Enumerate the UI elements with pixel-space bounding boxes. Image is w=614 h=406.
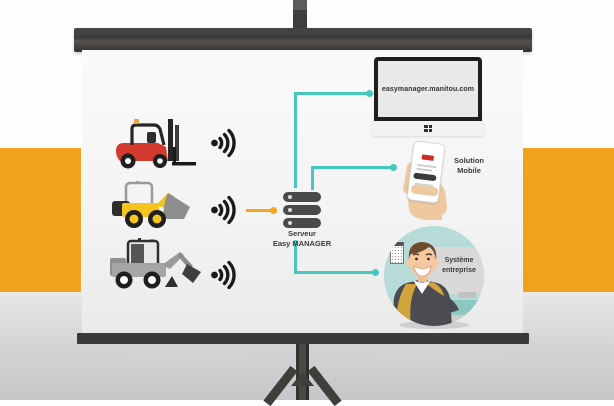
hand-wrist [422, 204, 442, 220]
server-unit [283, 218, 321, 228]
windows-logo-icon [424, 125, 432, 132]
connector-endpoint-enterprise [372, 269, 379, 276]
phone-ui-line [416, 167, 433, 172]
server-label-line1: Serveur [288, 229, 316, 238]
connector-server-to-mobile [311, 166, 393, 169]
manitou-logo-badge [421, 154, 435, 161]
mobile-solution-label: Solution Mobile [447, 156, 491, 176]
connector-machines-to-server [246, 209, 274, 212]
keyboard-icon [458, 292, 476, 298]
monitor-screen: easymanager.manitou.com [378, 61, 478, 117]
connector-server-to-enterprise [294, 271, 375, 274]
businessman-figure [392, 242, 459, 326]
wifi-signal-icon [211, 128, 236, 158]
connector-endpoint-monitor [366, 90, 373, 97]
screen-top-bar [74, 28, 532, 52]
server-label-line2: Easy MANAGER [272, 239, 332, 249]
mobile-label-line2: Mobile [457, 166, 481, 176]
wifi-signal-icon [211, 260, 236, 290]
connector-endpoint-mobile [390, 164, 397, 171]
enterprise-label-line2: entreprise [442, 266, 476, 274]
businessman-icon: Système entreprise [384, 226, 484, 326]
enterprise-label: Système entreprise [428, 256, 484, 276]
monitor-url-text: easymanager.manitou.com [381, 85, 475, 93]
wifi-signal-icon [211, 195, 236, 225]
mobile-label-line1: Solution [454, 156, 484, 165]
server-unit [283, 192, 321, 202]
connector-server-to-mobile [311, 166, 314, 190]
screen-bottom-bar [77, 333, 529, 344]
orange-wall-right [523, 148, 614, 292]
screen-top-pole [293, 0, 307, 30]
connector-server-to-monitor [294, 92, 297, 188]
enterprise-label-line1: Système [444, 257, 474, 264]
connector-orange-endpoint [270, 207, 277, 214]
connector-server-to-enterprise [294, 240, 297, 274]
phone-ui-button [413, 172, 437, 182]
phone-in-hand-icon [400, 140, 456, 220]
server-unit [283, 205, 321, 215]
connector-server-to-monitor [294, 92, 370, 95]
orange-wall-left [0, 148, 81, 292]
server-label: Serveur Easy MANAGER [254, 229, 350, 249]
calendar-icon [390, 242, 404, 264]
server-stack-icon [283, 192, 321, 231]
